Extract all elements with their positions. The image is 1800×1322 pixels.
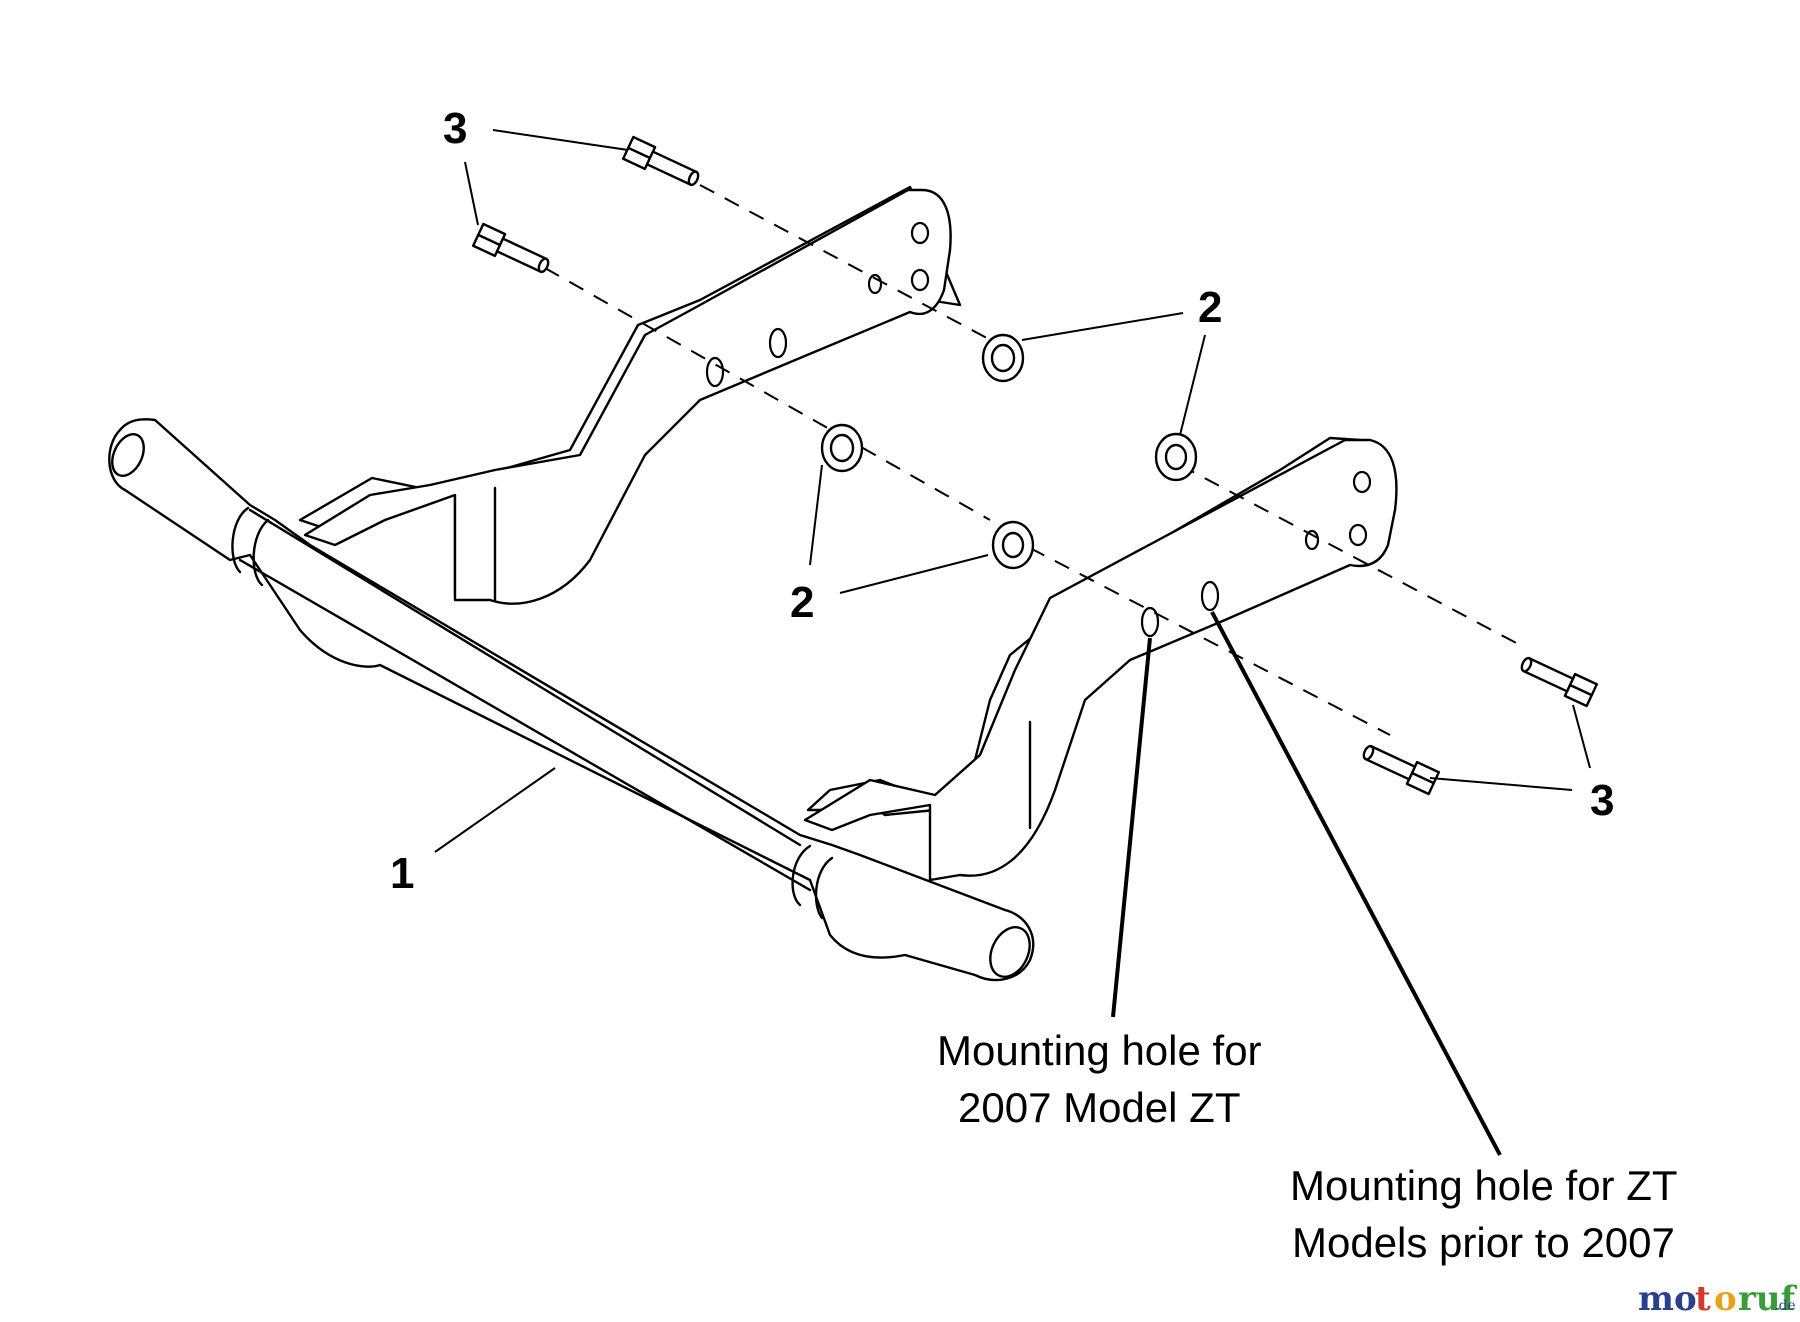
bracket-slot-hole — [1140, 606, 1160, 638]
hex-bolt — [621, 135, 700, 187]
bracket-hole — [910, 221, 930, 245]
callout-nut-bottom-left: 2 — [790, 578, 814, 627]
bracket-slot-hole — [1200, 580, 1220, 612]
tube-end-cap — [989, 926, 1031, 978]
hex-bolt — [1520, 656, 1599, 708]
bracket-hole — [1348, 523, 1368, 547]
tube-end-cap — [111, 433, 145, 477]
flange-nut — [991, 520, 1035, 570]
note-2007-hole-line2: 2007 Model ZT — [958, 1084, 1240, 1131]
svg-text:.de: .de — [1774, 1298, 1796, 1314]
hex-bolt — [471, 222, 550, 274]
right-mounting-bracket — [803, 436, 1398, 882]
svg-text:ruf: ruf — [1738, 1279, 1798, 1319]
callout-nut-top-right: 2 — [1198, 283, 1222, 332]
svg-text:o: o — [1714, 1279, 1737, 1319]
callout-bolt-top-a: 3 — [443, 104, 467, 153]
bracket-slot-hole — [705, 356, 725, 388]
left-mounting-bracket — [298, 185, 962, 605]
flange-nut — [1154, 432, 1198, 482]
bracket-hole — [910, 268, 930, 292]
note-prior-hole-line2: Models prior to 2007 — [1292, 1219, 1675, 1266]
bumper-tube — [108, 418, 1035, 982]
flange-nut — [981, 333, 1025, 383]
watermark-logo: mo t o ruf .de — [1638, 1279, 1798, 1319]
note-prior-hole-line1: Mounting hole for ZT — [1290, 1162, 1678, 1209]
leader-lines — [434, 129, 1591, 1156]
bracket-slot-hole — [768, 327, 788, 359]
callout-bumper-tube: 1 — [390, 849, 414, 898]
flange-nut — [820, 423, 864, 473]
callout-bolt-right: 3 — [1590, 776, 1614, 825]
svg-text:mo: mo — [1638, 1279, 1697, 1319]
svg-text:t: t — [1695, 1279, 1711, 1319]
note-2007-hole-line1: Mounting hole for — [937, 1027, 1262, 1074]
bracket-hole — [1352, 470, 1372, 494]
assembly-lines — [544, 184, 1521, 736]
hex-bolt — [1362, 744, 1441, 796]
